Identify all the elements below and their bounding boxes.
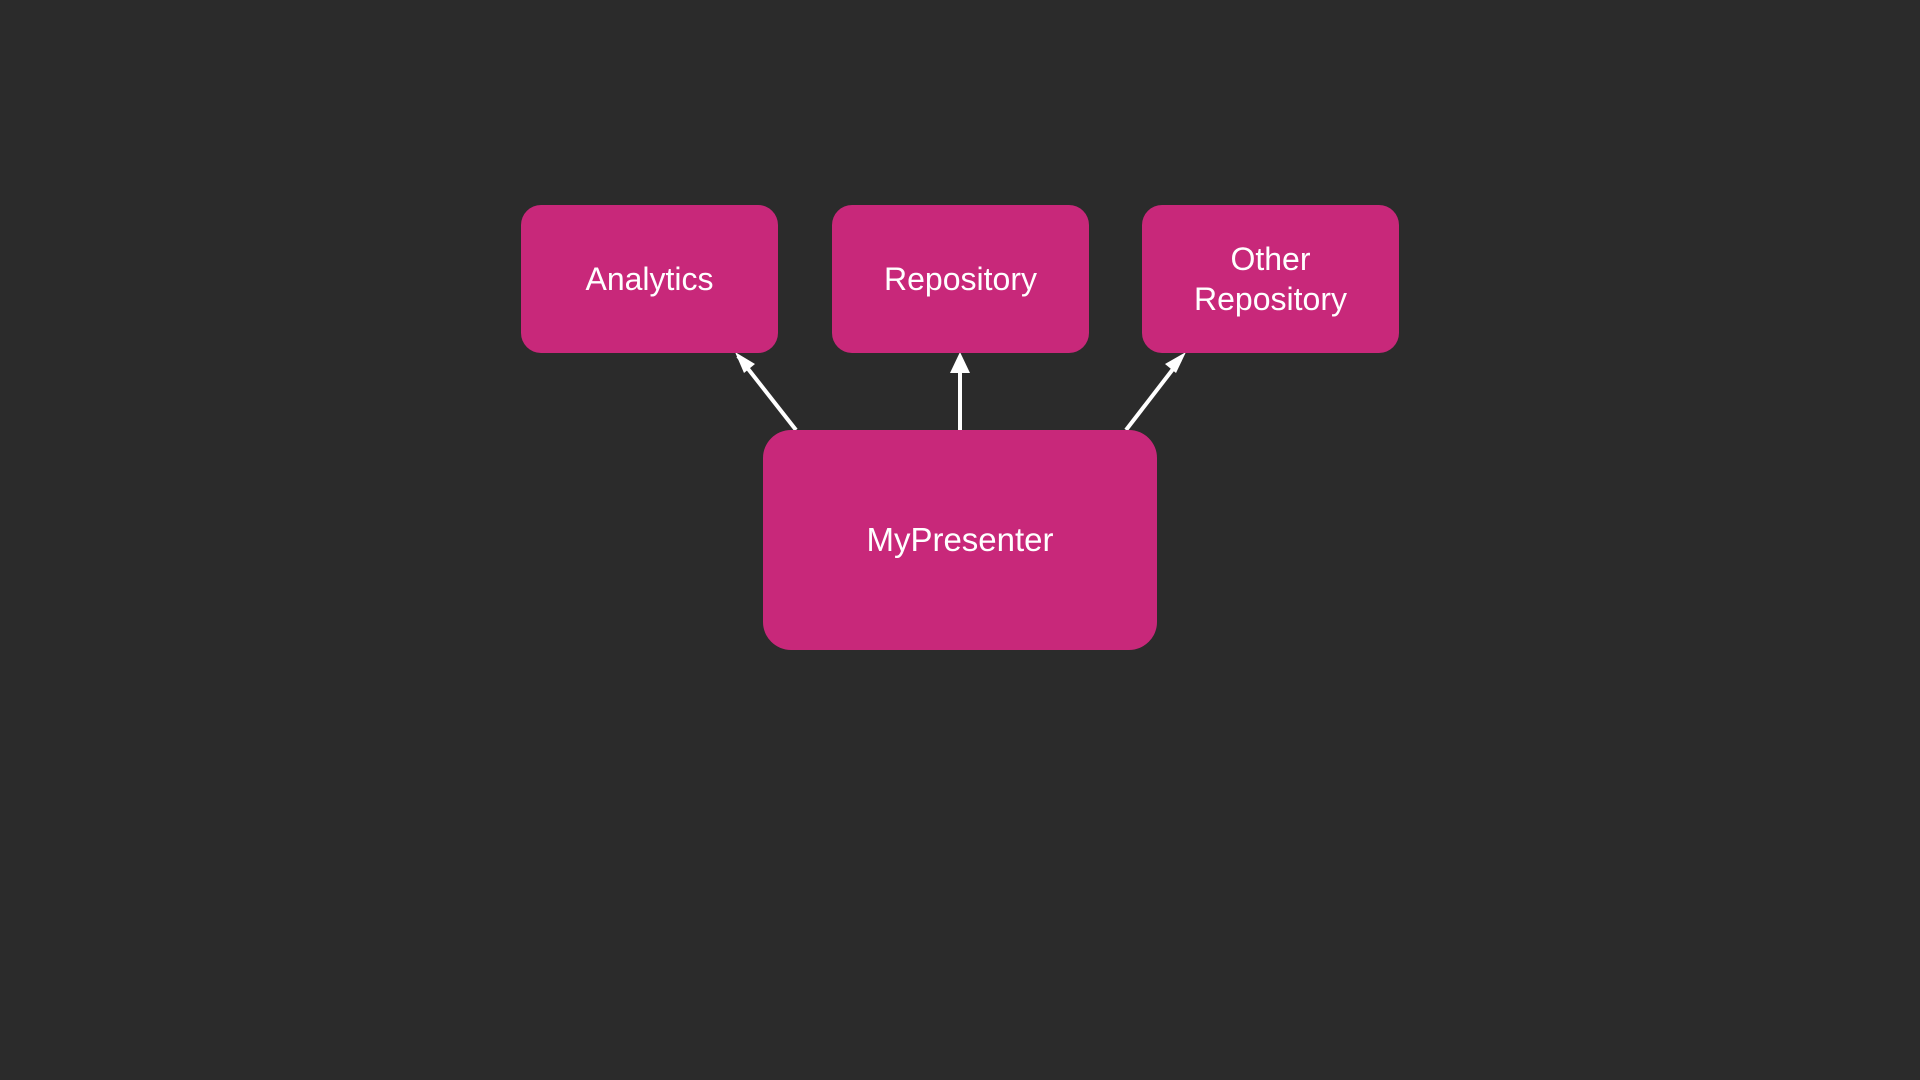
node-other-repository-label-line1: Other [1230, 241, 1311, 277]
node-other-repository: Other Repository [1142, 205, 1399, 353]
edge-presenter-to-analytics [736, 354, 798, 432]
arrowhead-repository [950, 352, 970, 373]
node-presenter-label: MyPresenter [866, 521, 1054, 558]
node-analytics: Analytics [521, 205, 778, 353]
arrowhead-other-repository [1165, 352, 1186, 373]
arrowhead-analytics [735, 352, 755, 373]
node-presenter: MyPresenter [763, 430, 1157, 650]
node-other-repository-label-line2: Repository [1194, 281, 1347, 317]
edge-presenter-to-other-repository [1124, 358, 1182, 432]
node-analytics-label: Analytics [585, 261, 714, 297]
node-repository: Repository [832, 205, 1089, 353]
node-repository-label: Repository [884, 261, 1037, 297]
